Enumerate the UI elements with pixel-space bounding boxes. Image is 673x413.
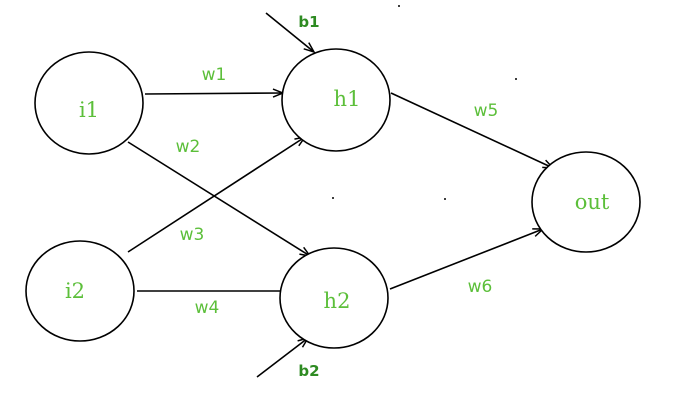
weight-label-w4: w4 <box>195 298 220 318</box>
weight-label-w6: w6 <box>468 277 493 297</box>
node-label-i1: i1 <box>79 98 99 122</box>
edge-b1-h1 <box>265 12 314 52</box>
node-label-h1: h1 <box>334 87 361 111</box>
weight-label-w1: w1 <box>202 65 227 85</box>
edge-h1-out <box>390 92 553 168</box>
weight-label-w3: w3 <box>180 225 205 245</box>
stray-dot <box>332 197 334 199</box>
node-h2 <box>279 247 389 349</box>
node-i1 <box>34 51 144 155</box>
node-h1 <box>281 48 391 152</box>
node-label-i2: i2 <box>65 279 85 303</box>
node-label-h2: h2 <box>324 289 351 313</box>
weight-label-w5: w5 <box>474 101 499 121</box>
stray-dot <box>515 78 517 80</box>
node-i2 <box>25 240 135 342</box>
node-label-out: out <box>575 190 610 214</box>
edge-i1-h2 <box>127 141 310 256</box>
stray-dot <box>444 198 446 200</box>
node-out <box>531 151 641 253</box>
edge-i2-h1 <box>127 137 305 253</box>
stray-dot <box>398 5 400 7</box>
edge-h2-out <box>389 229 543 290</box>
edge-i1-h1 <box>144 93 283 94</box>
bias-label-b1: b1 <box>298 13 319 31</box>
bias-label-b2: b2 <box>298 362 319 380</box>
edge-b2-h2 <box>256 338 308 378</box>
weight-label-w2: w2 <box>176 137 201 157</box>
